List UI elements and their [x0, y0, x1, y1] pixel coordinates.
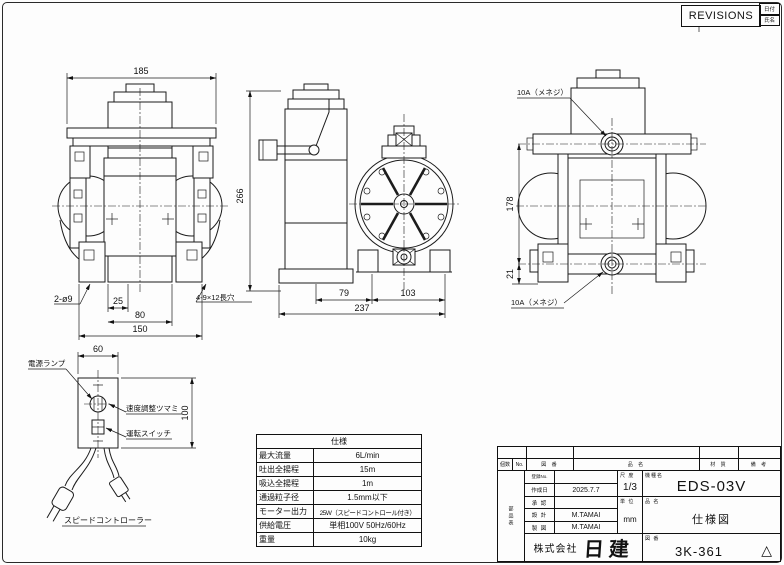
side-dim-103: 103	[400, 288, 415, 298]
power-lamp-label: 電源ランプ	[28, 359, 66, 368]
front-base-dim: 80	[135, 310, 145, 320]
spec-table-title: 仕様	[256, 434, 422, 449]
designed-label: 設 計	[524, 508, 555, 522]
drawing-name-label: 品 名	[645, 499, 660, 505]
spec-header-row: 仕様	[256, 434, 422, 449]
unit-cell: 単 位 mm	[617, 496, 643, 534]
company-prefix: 株式会社	[533, 544, 578, 555]
unit-label: 単 位	[620, 499, 635, 505]
revisions-date-label: 日付	[759, 3, 780, 15]
spec-label: 吐出全揚程	[256, 462, 314, 477]
drawing-name-value: 仕様図	[692, 514, 731, 526]
unit-value: mm	[623, 514, 637, 524]
spec-value: 1m	[313, 476, 422, 491]
spec-value: 6L/min	[313, 448, 422, 463]
controller-width-dim: 60	[93, 344, 103, 354]
side-dim-237: 237	[354, 303, 369, 313]
model-cell: 機種名 EDS-03V	[642, 470, 781, 497]
spec-row: 通過粒子径 1.5mm以下	[256, 490, 422, 505]
spec-table: 仕様 最大流量 6L/min 吐出全揚程 15m 吸込全揚程 1m 通過粒子径 …	[256, 434, 422, 547]
title-block: 個数 No. 図 番 品 名 材 質 備 考 部品表 登録No. 作成日 202…	[497, 446, 781, 562]
revisions-side-box: 日付 氏名	[759, 3, 780, 28]
side-dim-79: 79	[339, 288, 349, 298]
run-switch-label: 運転スイッチ	[126, 429, 171, 438]
front-offset-dim: 25	[113, 296, 123, 306]
rear-view: 10A（メネジ） 10A（メネジ） 178 21	[505, 69, 708, 309]
registration-value	[554, 470, 618, 484]
front-view: 185 2-ø9 25 80 150 4-9×12長穴	[52, 66, 252, 340]
spec-row: 最大流量 6L/min	[256, 448, 422, 463]
spec-label: モーター出力	[256, 504, 314, 519]
rear-dim-21: 21	[505, 269, 515, 279]
front-width-dim: 185	[133, 66, 148, 76]
spec-label: 吸込全揚程	[256, 476, 314, 491]
spec-label: 通過粒子径	[256, 490, 314, 505]
spec-label: 最大流量	[256, 448, 314, 463]
designed-value: M.TAMAI	[554, 508, 618, 522]
spec-row: 吐出全揚程 15m	[256, 462, 422, 477]
spec-value: 25W（スピードコントロール付き）	[313, 504, 422, 519]
front-slot-note: 4-9×12長穴	[196, 292, 235, 302]
front-footspan-dim: 150	[132, 324, 147, 334]
revision-triangle-mark: △	[761, 542, 772, 558]
rear-bottom-port-note: 10A（メネジ）	[511, 298, 562, 307]
controller-detail: 60 100 電源ランプ 速度調整ツマミ 運転スイッチ	[28, 344, 196, 527]
side-view: 266 79 103 237	[235, 83, 459, 318]
spec-row: モーター出力 25W（スピードコントロール付き）	[256, 504, 422, 519]
front-hole-note: 2-ø9	[54, 294, 73, 304]
side-height-dim: 266	[235, 188, 245, 203]
spec-value: 1.5mm以下	[313, 490, 422, 505]
spec-row: 供給電圧 単相100V 50Hz/60Hz	[256, 518, 422, 533]
scale-label: 尺 度	[620, 473, 635, 479]
model-value: EDS-03V	[676, 478, 747, 495]
revisions-name-label: 氏名	[759, 14, 780, 26]
spec-label: 供給電圧	[256, 518, 314, 533]
scale-value: 1/3	[623, 482, 637, 493]
scale-cell: 尺 度 1/3	[617, 470, 643, 497]
speed-knob-label: 速度調整ツマミ	[126, 403, 179, 413]
spec-row: 吸込全揚程 1m	[256, 476, 422, 491]
spec-label: 重量	[256, 532, 314, 547]
spec-value: 10kg	[313, 532, 422, 547]
spec-row: 重量 10kg	[256, 532, 422, 547]
model-label: 機種名	[645, 473, 664, 479]
spec-value: 単相100V 50Hz/60Hz	[313, 518, 422, 533]
spec-value: 15m	[313, 462, 422, 477]
controller-height-dim: 100	[180, 405, 190, 420]
drawing-number-cell: 図 番 3K-361 △	[642, 533, 781, 562]
drawing-number-label: 図 番	[645, 536, 660, 542]
title-block-side-strip: 部品表	[497, 470, 525, 562]
rear-dim-178: 178	[505, 196, 515, 211]
created-label: 作成日	[524, 483, 555, 497]
revisions-box: REVISIONS	[681, 5, 761, 27]
created-value: 2025.7.7	[554, 483, 618, 497]
side-strip-label: 部品表	[507, 505, 514, 527]
company-logo: 日建	[582, 537, 635, 561]
rear-top-port-note: 10A（メネジ）	[517, 88, 568, 97]
controller-caption: スピードコントローラー	[64, 516, 152, 525]
company-cell: 株式会社 日建	[524, 533, 643, 562]
drawing-number-value: 3K-361	[675, 544, 723, 559]
registration-label: 登録No.	[524, 470, 555, 484]
drawing-name-cell: 品 名 仕様図	[642, 496, 781, 534]
